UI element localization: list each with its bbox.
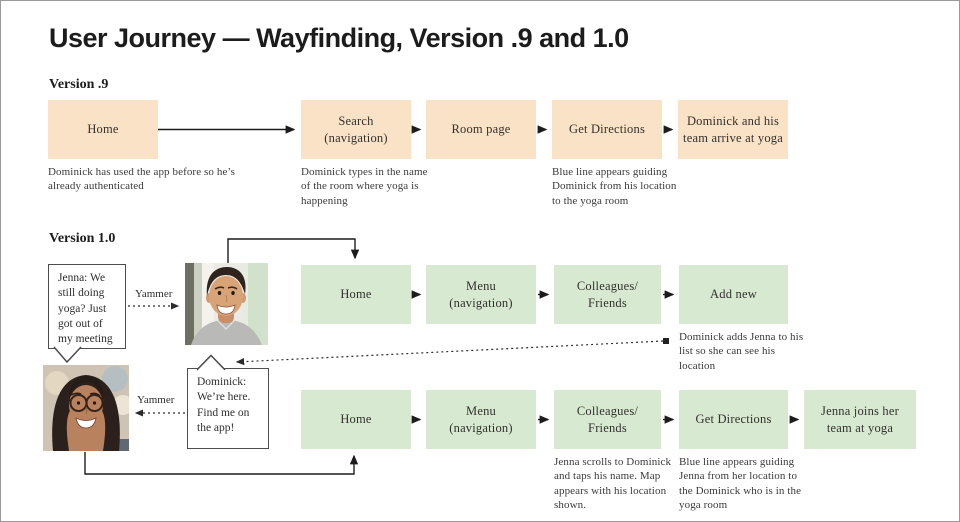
yammer-label-1: Yammer [135, 288, 173, 300]
jenna-portrait-illustration [43, 365, 133, 451]
v10a-box-colleagues-label: Colleagues/ Friends [576, 279, 639, 310]
v10a-box-home-label: Home [340, 287, 372, 302]
v10a-node-addnew: Add new Dominick adds Jenna to his list … [679, 265, 803, 373]
connector-jenna-photo-to-rowB-home [84, 452, 359, 475]
v09-node-search: Search (navigation) Dominick types in th… [301, 100, 428, 208]
v10b-box-colleagues-label: Colleagues/ Friends [576, 404, 639, 435]
dominick-speech-bubble[interactable]: Dominick: We’re here. Find me on the app… [187, 368, 269, 449]
v10b-box-getdirections[interactable]: Get Directions [679, 390, 788, 449]
v10a-box-home[interactable]: Home [301, 265, 411, 324]
v10b-node-join: Jenna joins her team at yoga [804, 390, 916, 449]
v09-node-arrive: Dominick and his team arrive at yoga [678, 100, 788, 159]
v09-box-home[interactable]: Home [48, 100, 158, 159]
v10a-box-colleagues[interactable]: Colleagues/ Friends [554, 265, 661, 324]
v10b-node-home: Home [301, 390, 411, 449]
v09-note-search: Dominick types in the name of the room w… [301, 166, 428, 207]
v09-box-arrive-label: Dominick and his team arrive at yoga [683, 114, 783, 145]
jenna-photo[interactable] [43, 365, 133, 451]
v10b-note-colleagues: Jenna scrolls to Dominick and taps his n… [554, 456, 672, 511]
v09-box-search[interactable]: Search (navigation) [301, 100, 411, 159]
v09-box-roompage-label: Room page [451, 122, 511, 137]
v10b-box-menu[interactable]: Menu (navigation) [426, 390, 536, 449]
v10b-box-join[interactable]: Jenna joins her team at yoga [804, 390, 916, 449]
v09-note-getdirections: Blue line appears guiding Dominick from … [552, 166, 677, 207]
v10b-node-colleagues: Colleagues/ Friends Jenna scrolls to Dom… [554, 390, 671, 512]
v09-node-roompage: Room page [426, 100, 536, 159]
v09-box-getdirections-label: Get Directions [568, 122, 646, 137]
v10b-box-menu-label: Menu (navigation) [449, 404, 513, 435]
v10b-box-home-label: Home [340, 412, 372, 427]
v10a-box-addnew-label: Add new [710, 287, 757, 302]
connector-dominick-photo-to-rowA-home [227, 238, 360, 263]
v09-node-getdirections: Get Directions Blue line appears guiding… [552, 100, 676, 208]
v10b-box-getdirections-label: Get Directions [695, 412, 772, 427]
v09-note-home: Dominick has used the app before so he’s… [48, 166, 235, 193]
v09-box-getdirections[interactable]: Get Directions [552, 100, 662, 159]
v09-node-home: Home Dominick has used the app before so… [48, 100, 235, 194]
page-title: User Journey — Wayfinding, Version .9 an… [49, 23, 629, 53]
dotted-arrow-addnew-to-dominick-bubble [235, 340, 664, 366]
v10b-box-colleagues[interactable]: Colleagues/ Friends [554, 390, 661, 449]
v10b-box-join-label: Jenna joins her team at yoga [821, 404, 899, 435]
v10a-box-addnew[interactable]: Add new [679, 265, 788, 324]
v09-box-roompage[interactable]: Room page [426, 100, 536, 159]
section-heading-v09: Version .9 [49, 77, 109, 92]
jenna-bubble-tail [53, 346, 82, 364]
v10a-box-menu-label: Menu (navigation) [449, 279, 513, 310]
v10a-node-colleagues: Colleagues/ Friends [554, 265, 661, 324]
v10a-node-home: Home [301, 265, 411, 324]
v10b-box-home[interactable]: Home [301, 390, 411, 449]
v09-box-arrive[interactable]: Dominick and his team arrive at yoga [678, 100, 788, 159]
dominick-photo[interactable] [185, 263, 268, 345]
v10b-node-getdirections: Get Directions Blue line appears guiding… [679, 390, 801, 512]
v10a-note-addnew: Dominick adds Jenna to his list so she c… [679, 331, 804, 372]
v10a-box-menu[interactable]: Menu (navigation) [426, 265, 536, 324]
v10a-node-menu: Menu (navigation) [426, 265, 536, 324]
dominick-portrait-illustration [185, 263, 268, 345]
v09-box-home-label: Home [87, 122, 119, 137]
v09-box-search-label: Search (navigation) [324, 114, 388, 145]
section-heading-v10: Version 1.0 [49, 231, 116, 246]
v10b-node-menu: Menu (navigation) [426, 390, 536, 449]
dotted-line-endpoint-square [663, 338, 669, 344]
yammer-label-2: Yammer [137, 394, 175, 406]
v10b-note-getdirections: Blue line appears guiding Jenna from her… [679, 456, 802, 511]
jenna-speech-bubble[interactable]: Jenna: We still doing yoga? Just got out… [48, 264, 126, 349]
